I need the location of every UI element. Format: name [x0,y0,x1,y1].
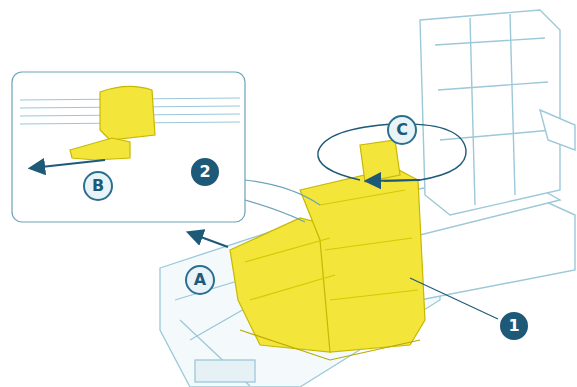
callout-label: A [185,265,215,295]
callout-label: C [387,115,417,145]
callout-label: B [83,171,113,201]
callout-label: 1 [498,310,530,342]
callout-label: 2 [189,156,221,188]
